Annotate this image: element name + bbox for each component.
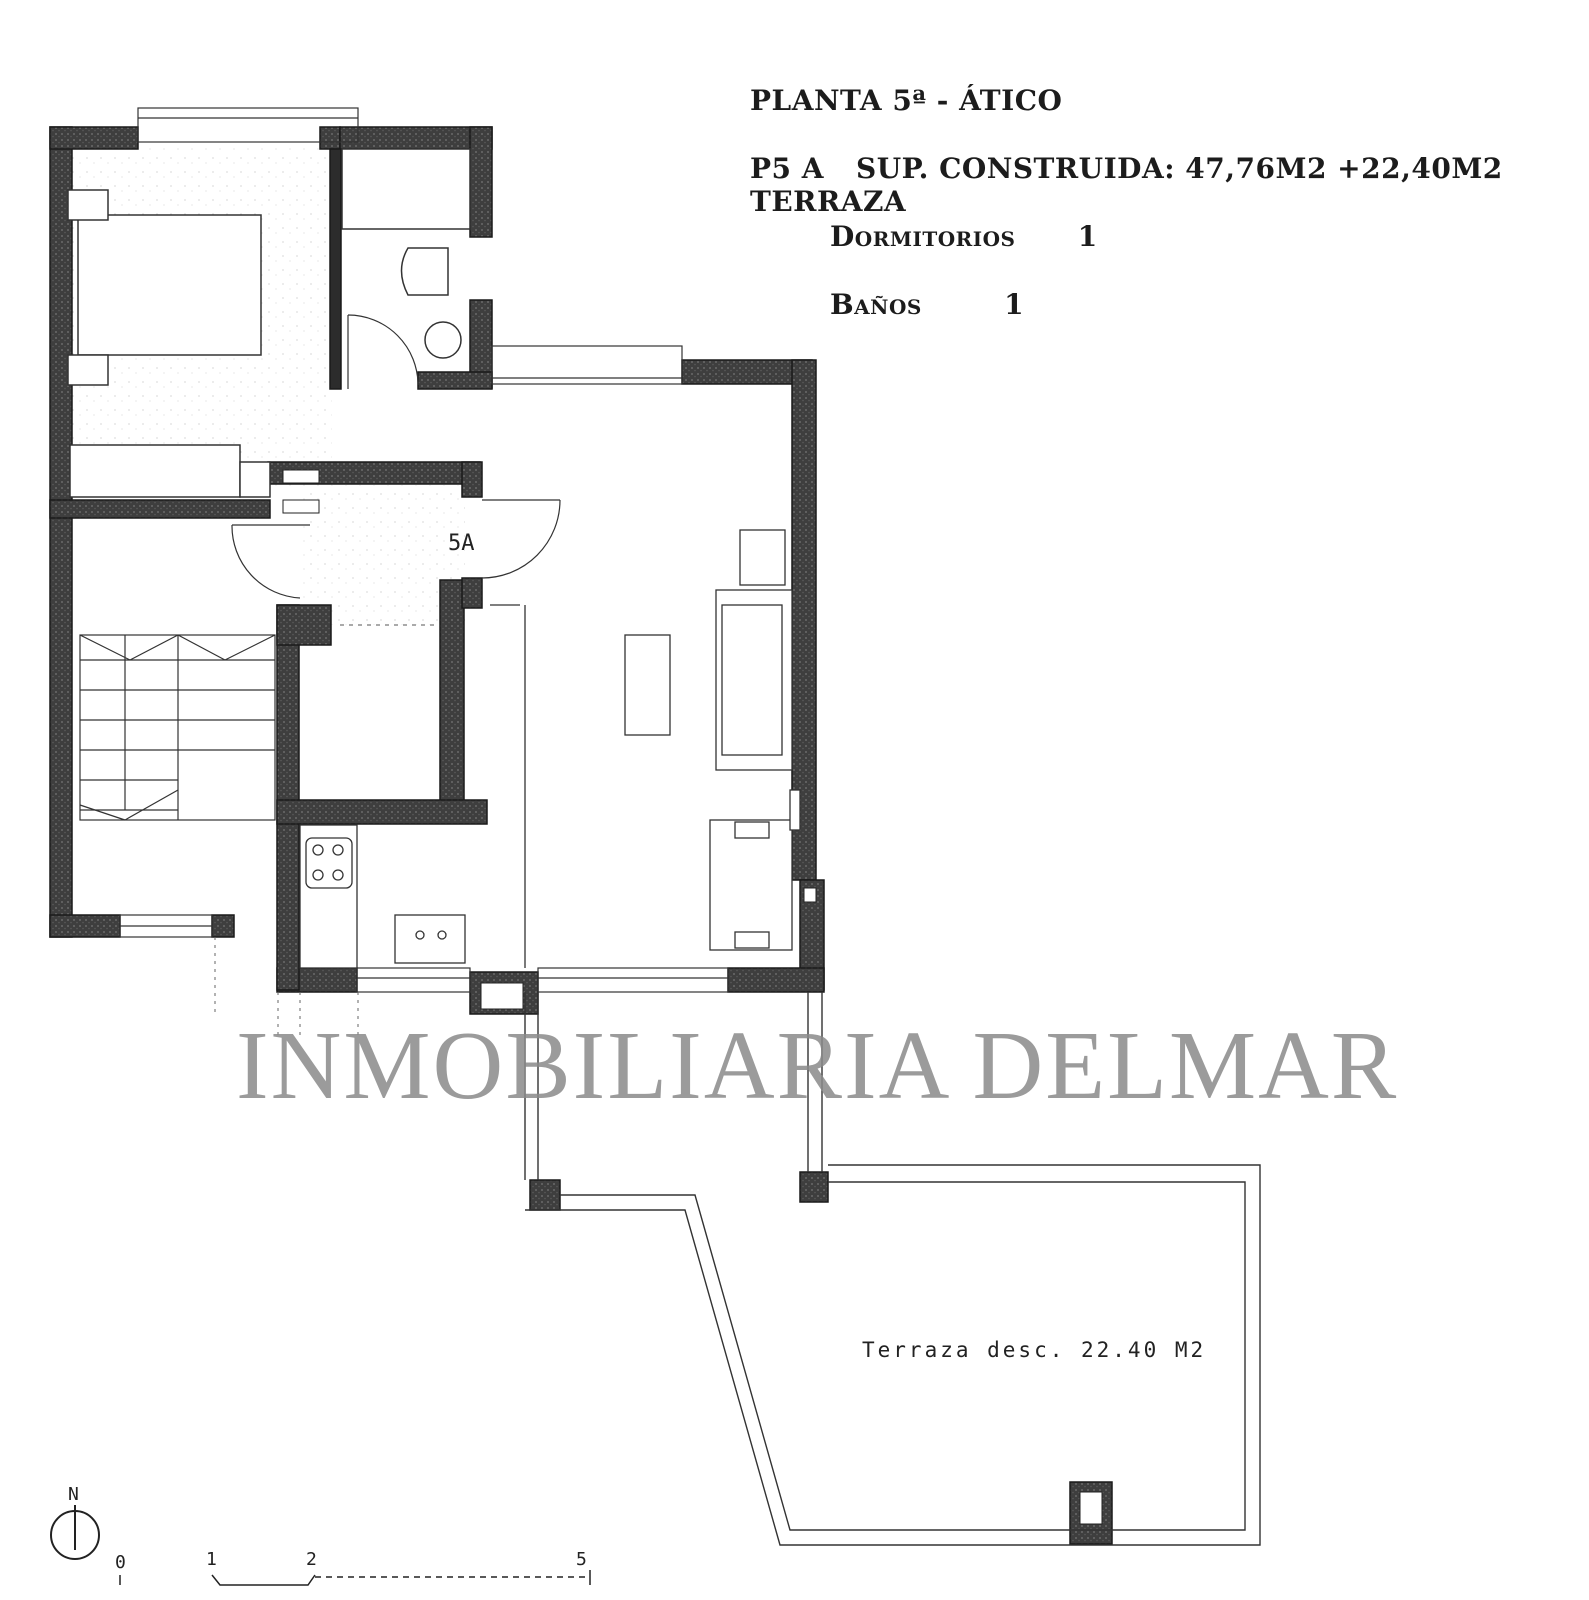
column-hollow	[1079, 1491, 1103, 1525]
bedroom-door	[347, 314, 419, 389]
shaft	[282, 499, 320, 514]
floor-title: PLANTA 5ª - ÁTICO	[750, 84, 1063, 117]
walls	[49, 126, 1113, 1545]
scale-bar	[119, 1570, 591, 1586]
living-furniture	[624, 529, 801, 951]
bedroom-furniture	[67, 189, 271, 498]
unit-label: 5A	[448, 531, 475, 556]
scale-tick-2: 2	[306, 1549, 317, 1570]
terrace-outline	[524, 992, 1261, 1546]
bedrooms-value: 1	[1077, 220, 1098, 253]
shaft	[282, 469, 320, 484]
north-arrow-icon	[50, 1505, 100, 1560]
bedrooms-row: Dormitorios 1	[830, 220, 1098, 253]
column-hollow	[480, 982, 524, 1010]
small-box	[803, 887, 817, 903]
construction-lines	[214, 937, 359, 1040]
north-label: N	[68, 1484, 79, 1505]
bedrooms-label: Dormitorios	[830, 220, 1016, 253]
entry-door	[231, 499, 561, 599]
surface-text: SUP. CONSTRUIDA: 47,76M2 +22,40M2 TERRAZ…	[750, 152, 1503, 218]
stairs	[79, 634, 276, 821]
windows	[119, 107, 729, 993]
watermark: INMOBILIARIA DELMAR	[236, 1012, 1399, 1120]
kitchen	[299, 604, 526, 969]
terrace-label: Terraza desc. 22.40 M2	[862, 1338, 1206, 1362]
bathrooms-row: Baños 1	[830, 288, 1024, 321]
scale-tick-0: 0	[115, 1552, 126, 1573]
scale-tick-1: 1	[206, 1549, 217, 1570]
bathrooms-value: 1	[1004, 288, 1025, 321]
bathrooms-label: Baños	[830, 288, 922, 321]
unit-code: P5 A	[750, 152, 825, 185]
bathroom-fixtures	[341, 148, 471, 359]
entry-floor	[300, 485, 465, 625]
scale-tick-5: 5	[576, 1549, 587, 1570]
